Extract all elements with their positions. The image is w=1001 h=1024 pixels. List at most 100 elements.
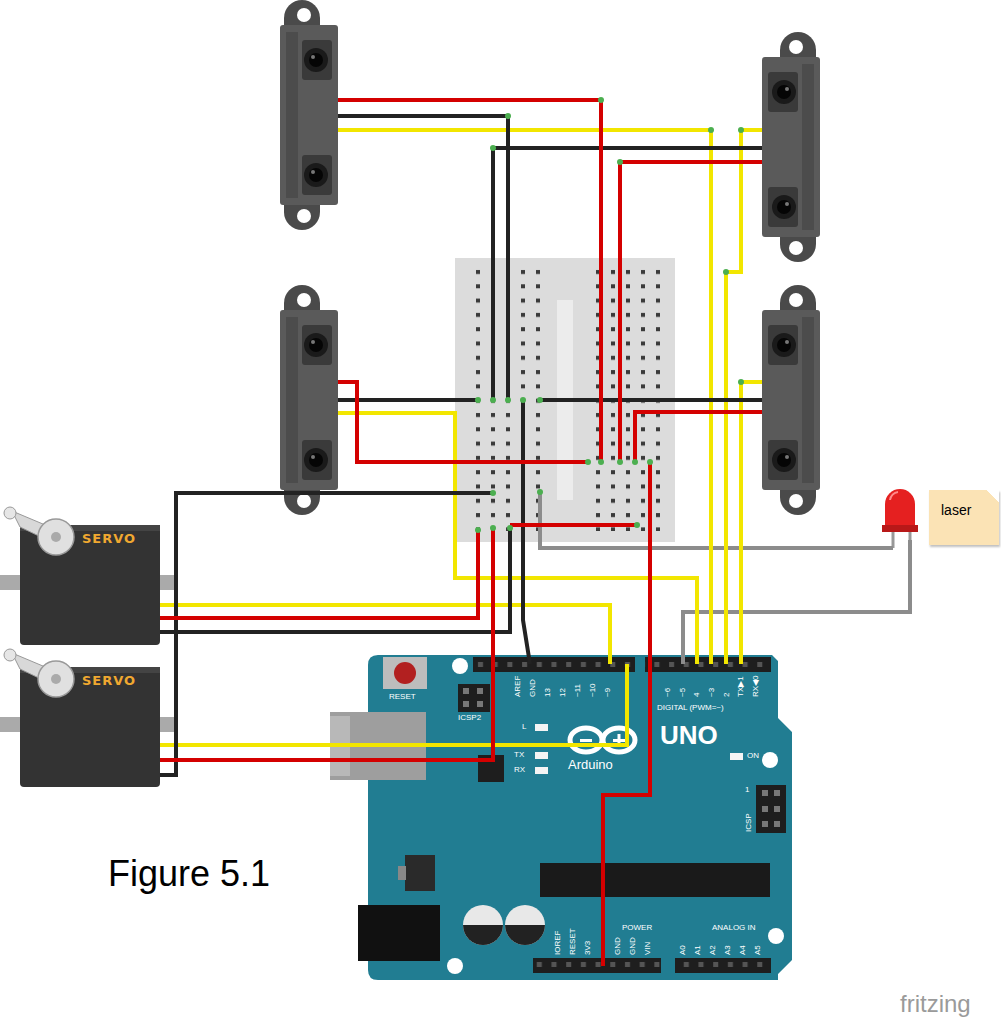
servo-motor [0, 507, 178, 645]
wire-endpoint [708, 127, 714, 133]
node-text: SERVO [82, 531, 136, 546]
button-label: RESET [389, 693, 416, 701]
wire-endpoint [520, 397, 526, 403]
arduino-board [675, 958, 771, 973]
ir-distance-sensor [280, 0, 338, 230]
arduino-board [463, 925, 503, 945]
arduino-board [463, 701, 469, 707]
pin-label: 12 [559, 688, 567, 697]
arduino-board [603, 728, 635, 752]
red-wire [160, 100, 762, 966]
grey-wire [540, 492, 893, 548]
arduino-board [505, 925, 545, 945]
black-wire [523, 400, 530, 664]
arduino-board [540, 863, 770, 897]
pin-label: A4 [739, 945, 747, 955]
arduino-board [535, 752, 548, 759]
pin-label: A1 [694, 945, 702, 955]
arduino-board [762, 790, 768, 796]
wire-endpoint [598, 459, 604, 465]
arduino-board [570, 728, 602, 752]
arduino-board [768, 928, 784, 944]
pin-label: ~6 [664, 688, 672, 697]
arduino-board [447, 958, 463, 974]
arduino-board [774, 806, 780, 812]
wire-endpoint [505, 113, 511, 119]
servo-label-box: SERVO [82, 531, 136, 546]
pin-label: VIN [644, 942, 652, 955]
watermark: fritzing [900, 992, 971, 1016]
red-wire [160, 530, 478, 618]
arduino-board [774, 790, 780, 796]
red-wire [635, 412, 762, 462]
header-label: ANALOG IN [712, 924, 756, 932]
led-label: ON [747, 752, 759, 760]
pin-label: GND [629, 937, 637, 955]
red-wire [510, 523, 637, 527]
arduino-board [405, 855, 435, 891]
wire-endpoint [585, 459, 591, 465]
led-label: TX [514, 751, 524, 759]
arduino-board [533, 958, 661, 973]
pin-label: GND [529, 679, 537, 697]
wire-endpoint [507, 525, 513, 531]
wire-endpoint [647, 459, 653, 465]
black-wire [493, 148, 762, 400]
pin-label: RESET [569, 928, 577, 955]
pin-label: GND [614, 937, 622, 955]
arduino-board [645, 657, 771, 672]
wire-endpoint [475, 397, 481, 403]
arduino-board [756, 785, 786, 833]
yellow-wire [160, 605, 610, 664]
wire-endpoint [490, 490, 496, 496]
ir-distance-sensor [762, 32, 820, 262]
wire-endpoint [537, 397, 543, 403]
note-box: laser [929, 490, 999, 545]
arduino-board [330, 655, 792, 980]
arduino-board [535, 724, 548, 731]
pin-label: 2 [723, 693, 731, 697]
arduino-board [477, 701, 483, 707]
pin-label: 1 [745, 786, 749, 794]
pin-label: AREF [514, 676, 522, 697]
wire-endpoint [632, 459, 638, 465]
wire-endpoint [490, 145, 496, 151]
arduino-board [398, 866, 406, 880]
node-text: laser [941, 502, 989, 518]
arduino-board [645, 657, 771, 672]
pin-label: 13 [544, 688, 552, 697]
header-label: POWER [622, 924, 652, 932]
servo-motor [0, 649, 178, 787]
header-label: ICSP [745, 813, 753, 832]
yellow-wire [160, 664, 627, 745]
pin-label: 4 [693, 693, 701, 697]
arduino-board [383, 657, 427, 689]
yellow-wire [160, 130, 762, 745]
node-text: SERVO [82, 673, 136, 688]
arduino-board [762, 806, 768, 812]
arduino-board [463, 905, 503, 945]
arduino-board [394, 662, 416, 684]
pin-label: ~10 [589, 683, 597, 697]
red-wire [620, 162, 762, 462]
led-label: L [522, 723, 526, 731]
wire-endpoint [634, 522, 640, 528]
arduino-board [533, 958, 661, 973]
wire-endpoint [537, 489, 543, 495]
arduino-board [505, 905, 545, 945]
wire-endpoint [738, 379, 744, 385]
wire-endpoint [475, 97, 744, 533]
wire-endpoint [490, 525, 496, 531]
arduino-board [535, 767, 548, 774]
ir-distance-sensor [280, 285, 338, 515]
wire-endpoint [738, 127, 744, 133]
pin-label: A0 [679, 945, 687, 955]
servo-label-box: SERVO [82, 673, 136, 688]
wire-endpoint [505, 397, 511, 403]
pin-label: A3 [724, 945, 732, 955]
pin-label: RX◀0 [752, 675, 760, 697]
arduino-board [580, 739, 592, 742]
header-label: ICSP2 [458, 714, 481, 722]
arduino-board [358, 905, 440, 961]
